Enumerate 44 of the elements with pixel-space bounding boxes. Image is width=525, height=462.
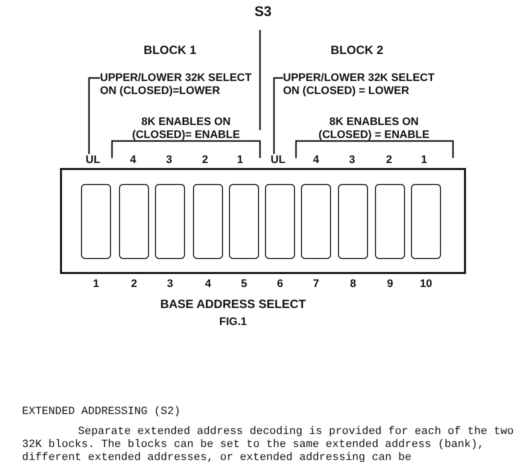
switch-number: 3 xyxy=(166,278,174,291)
switch-toggle xyxy=(301,184,331,259)
switch-toggle xyxy=(375,184,405,259)
switch-toggle xyxy=(193,184,223,259)
switch-label: 4 xyxy=(130,154,136,167)
switch-number: 6 xyxy=(276,278,284,291)
switch-toggle xyxy=(229,184,259,259)
switch-label: UL xyxy=(270,154,286,167)
switch-number: 9 xyxy=(386,278,394,291)
section-heading: EXTENDED ADDRESSING (S2) xyxy=(22,406,180,419)
switch-toggle xyxy=(265,184,295,259)
switch-toggle xyxy=(81,184,111,259)
switch-number: 10 xyxy=(420,278,432,291)
switch-label: 1 xyxy=(420,154,428,167)
switch-number: 5 xyxy=(240,278,248,291)
axis-label: BASE ADDRESS SELECT xyxy=(160,298,306,311)
paragraph: Separate extended address decoding is provided for each of the two 32K blocks. The blocks can be set to the same extended address (bank), different extended addresses, or extended addressing can be xyxy=(22,426,515,462)
figure-title: S3 xyxy=(254,5,272,18)
annotation-text: UPPER/LOWER 32K SELECT ON (CLOSED)=LOWER xyxy=(100,72,260,98)
leader-line xyxy=(273,77,283,154)
switch-label: 2 xyxy=(202,154,208,167)
switch-label: 2 xyxy=(386,154,392,167)
switch-number: 1 xyxy=(92,278,100,291)
switch-number: 8 xyxy=(350,278,356,291)
switch-label: UL xyxy=(86,154,100,167)
switch-label: 3 xyxy=(166,154,172,167)
block-heading: BLOCK 1 xyxy=(144,44,196,57)
switch-toggle xyxy=(411,184,441,259)
annotation-text: 8K ENABLES ON (CLOSED)= ENABLE xyxy=(131,116,241,142)
switch-toggle xyxy=(155,184,185,259)
switch-label: 1 xyxy=(236,154,244,167)
annotation-text: UPPER/LOWER 32K SELECT ON (CLOSED) = LOWER xyxy=(283,72,443,98)
switch-toggle xyxy=(338,184,368,259)
block-heading: BLOCK 2 xyxy=(330,44,384,57)
switch-label: 3 xyxy=(348,154,356,167)
annotation-text: 8K ENABLES ON (CLOSED) = ENABLE xyxy=(318,116,430,142)
switch-number: 2 xyxy=(130,278,138,291)
switch-number: 4 xyxy=(204,278,212,291)
switch-toggle xyxy=(119,184,149,259)
leader-line xyxy=(88,77,100,154)
figure-caption: FIG.1 xyxy=(219,316,247,329)
switch-number: 7 xyxy=(312,278,320,291)
switch-label: 4 xyxy=(312,154,320,167)
switch-housing xyxy=(60,168,466,274)
